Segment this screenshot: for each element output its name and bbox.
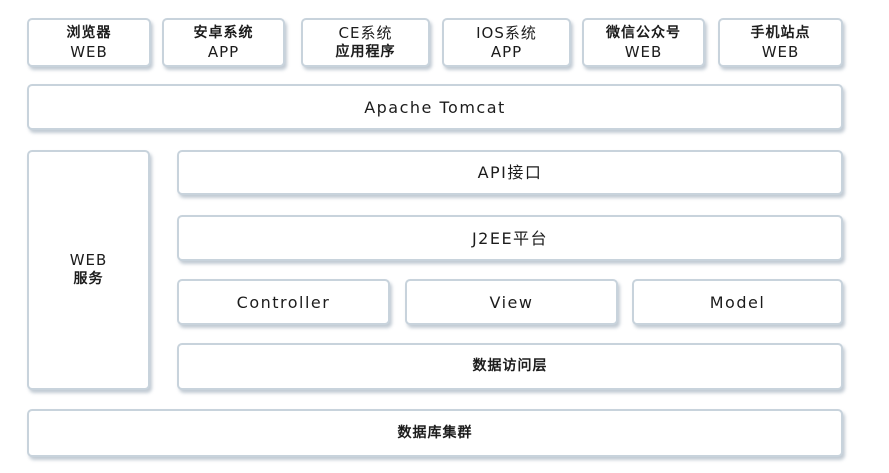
web-service-sublabel: 服务 (73, 271, 104, 287)
client-ce-app: CE系统 应用程序 (301, 18, 430, 67)
client-mobile-site-web: 手机站点 WEB (718, 18, 843, 67)
client-sublabel: WEB (70, 42, 108, 61)
j2ee-platform-layer: J2EE平台 (177, 215, 843, 261)
client-label: 手机站点 (750, 24, 811, 41)
client-sublabel: 应用程序 (335, 43, 396, 60)
web-service-label: WEB (69, 251, 108, 269)
client-ios-app: IOS系统 APP (442, 18, 571, 67)
api-layer: API接口 (177, 150, 843, 195)
client-label: CE系统 (338, 23, 393, 42)
data-access-label: 数据访问层 (472, 358, 548, 374)
model-label: Model (709, 292, 766, 312)
controller-label: Controller (236, 292, 331, 312)
platform-label: J2EE平台 (471, 228, 549, 248)
server-apache-tomcat: Apache Tomcat (27, 84, 843, 130)
data-access-layer: 数据访问层 (177, 343, 843, 390)
client-label: 浏览器 (66, 24, 112, 41)
client-browser-web: 浏览器 WEB (27, 18, 151, 67)
controller-block: Controller (177, 279, 390, 325)
view-label: View (489, 292, 534, 312)
database-label: 数据库集群 (397, 424, 473, 441)
view-block: View (405, 279, 618, 325)
client-label: 微信公众号 (606, 24, 681, 41)
model-block: Model (632, 279, 843, 325)
api-label: API接口 (477, 163, 543, 182)
client-label: 安卓系统 (193, 24, 254, 41)
client-android-app: 安卓系统 APP (162, 18, 285, 67)
client-sublabel: WEB (624, 42, 663, 61)
client-wechat-web: 微信公众号 WEB (582, 18, 705, 67)
client-sublabel: WEB (761, 42, 800, 61)
server-label: Apache Tomcat (364, 97, 506, 117)
database-cluster-layer: 数据库集群 (27, 409, 843, 457)
client-sublabel: APP (207, 42, 240, 61)
client-sublabel: APP (490, 42, 523, 61)
client-label: IOS系统 (476, 23, 537, 42)
web-service-block: WEB 服务 (27, 150, 150, 390)
